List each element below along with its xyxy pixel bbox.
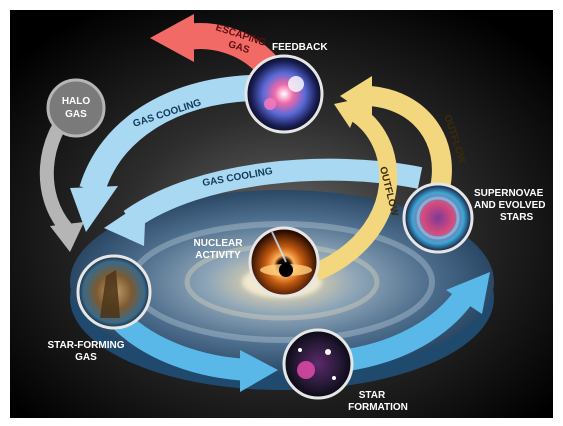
- supernova-remnant-icon: [402, 182, 474, 254]
- gas-cooling-outer-arrow: [70, 75, 251, 232]
- star-forming-to-star-formation-arrow: [112, 312, 278, 392]
- outflow-inner-arrow: [312, 98, 398, 281]
- feedback-nebula-icon: [244, 54, 324, 134]
- star-formation-to-supernovae-arrow: [346, 272, 490, 371]
- outflow-outer-arrow: [340, 76, 452, 191]
- star-formation-label-line1: STAR: [359, 390, 386, 401]
- supernovae-label-line3: STARS: [500, 212, 533, 223]
- halo-gas-bubble: [46, 78, 106, 138]
- feedback-label: FEEDBACK: [272, 42, 328, 53]
- nuclear-activity-label-line1: NUCLEAR: [194, 238, 244, 249]
- halo-gas-label-line1: HALO: [62, 96, 91, 107]
- star-forming-gas-label-line2: GAS: [75, 352, 97, 363]
- star-formation-label-line2: FORMATION: [348, 402, 408, 413]
- nuclear-activity-label-line2: ACTIVITY: [195, 250, 241, 261]
- supernovae-label-line2: AND EVOLVED: [474, 200, 546, 211]
- halo-gas-label-line2: GAS: [65, 109, 87, 120]
- supernovae-label-line1: SUPERNOVAE: [474, 188, 544, 199]
- pillars-nebula-icon: [76, 254, 152, 330]
- escaping-gas-arrow: [150, 14, 278, 76]
- black-hole-icon: [248, 226, 320, 298]
- star-cluster-icon: [282, 328, 354, 400]
- star-forming-gas-label-line1: STAR-FORMING: [47, 340, 124, 351]
